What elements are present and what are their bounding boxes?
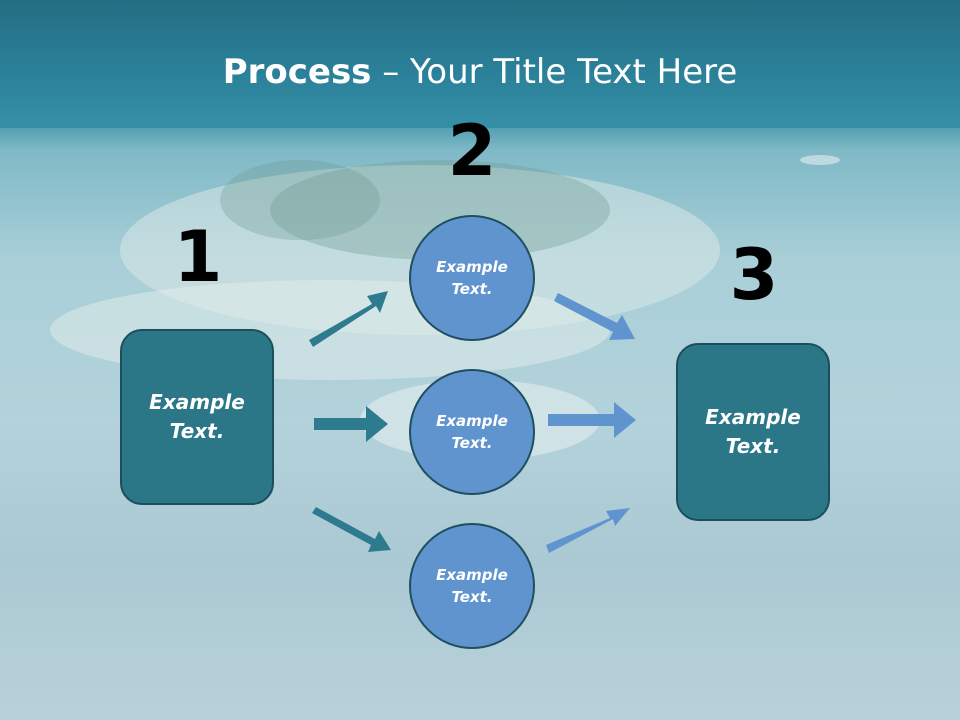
step-number-2: 2 bbox=[447, 110, 497, 192]
circle-bottom-text: Example Text. bbox=[436, 565, 508, 607]
slide-title: Process – Your Title Text Here bbox=[0, 52, 960, 92]
arrow-right-down bbox=[546, 508, 630, 553]
circle-bottom[interactable]: Example Text. bbox=[409, 523, 535, 649]
left-box[interactable]: Example Text. bbox=[120, 329, 274, 505]
circle-top-text: Example Text. bbox=[436, 257, 508, 299]
circle-top[interactable]: Example Text. bbox=[409, 215, 535, 341]
title-rest: – Your Title Text Here bbox=[371, 52, 738, 92]
right-box-text: Example Text. bbox=[705, 405, 801, 458]
step-number-3: 3 bbox=[729, 234, 779, 316]
arrow-right-middle bbox=[548, 402, 636, 438]
circle-middle-text: Example Text. bbox=[436, 411, 508, 453]
arrow-left-up bbox=[309, 291, 388, 347]
title-bar bbox=[0, 0, 960, 128]
arrow-left-down bbox=[312, 507, 391, 552]
left-box-text: Example Text. bbox=[149, 390, 245, 443]
circle-middle[interactable]: Example Text. bbox=[409, 369, 535, 495]
arrow-left-middle bbox=[314, 406, 388, 442]
right-box[interactable]: Example Text. bbox=[676, 343, 830, 521]
step-number-1: 1 bbox=[173, 216, 223, 298]
title-bold: Process bbox=[222, 52, 372, 92]
arrow-right-up bbox=[554, 293, 635, 340]
